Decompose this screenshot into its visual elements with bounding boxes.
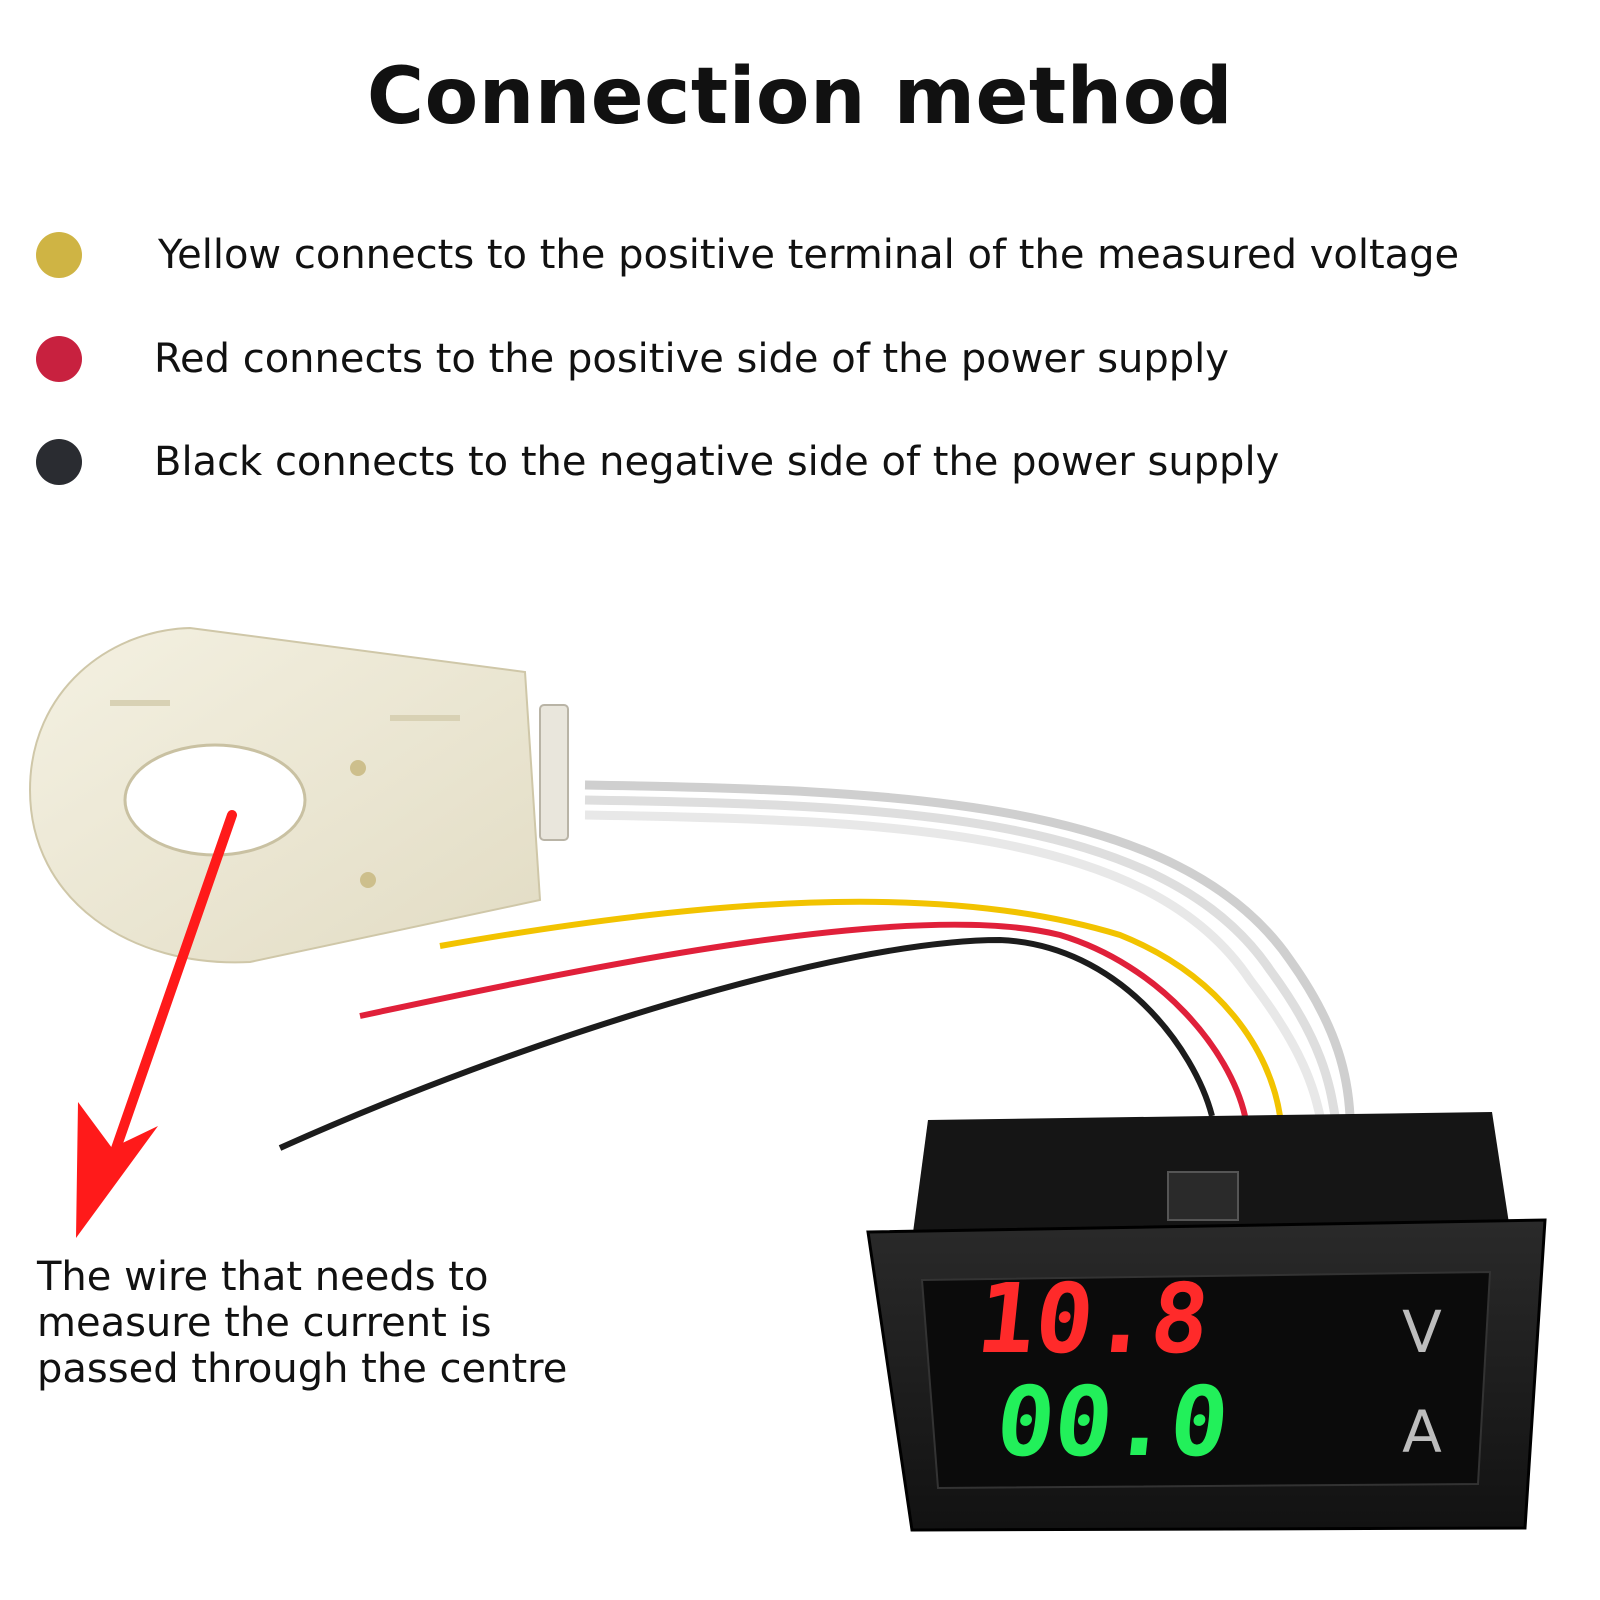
- black-wire: [278, 936, 1215, 1151]
- red-dot-icon: [36, 336, 82, 382]
- cable-white-1: [584, 780, 1355, 1117]
- hall-current-sensor: [28, 626, 569, 964]
- sensor-through-hole: [123, 743, 307, 857]
- legend-item-yellow: Yellow connects to the positive terminal…: [36, 232, 1459, 278]
- cable-white-2: [584, 795, 1340, 1117]
- voltage-unit: V: [1402, 1298, 1442, 1366]
- volt-amp-meter: 10.8 V 00.0 A: [866, 1112, 1547, 1532]
- yellow-dot-icon: [36, 232, 82, 278]
- current-reading: 00.0: [991, 1366, 1234, 1478]
- page-title: Connection method: [366, 52, 1234, 142]
- current-unit: A: [1402, 1398, 1442, 1466]
- callout-text: The wire that needs to measure the curre…: [37, 1254, 568, 1392]
- red-wire: [359, 921, 1248, 1117]
- legend-label-red: Red connects to the positive side of the…: [154, 336, 1229, 382]
- legend-label-black: Black connects to the negative side of t…: [154, 439, 1280, 485]
- black-dot-icon: [36, 439, 82, 485]
- signal-wires: [278, 780, 1355, 1151]
- legend-item-black: Black connects to the negative side of t…: [36, 439, 1279, 485]
- voltage-reading: 10.8: [972, 1263, 1215, 1375]
- pointer-arrow: [76, 810, 237, 1238]
- sensor-connector: [539, 704, 569, 841]
- yellow-wire: [439, 898, 1283, 1117]
- legend-item-red: Red connects to the positive side of the…: [36, 336, 1229, 382]
- legend-label-yellow: Yellow connects to the positive terminal…: [158, 232, 1460, 278]
- cable-white-3: [584, 810, 1325, 1118]
